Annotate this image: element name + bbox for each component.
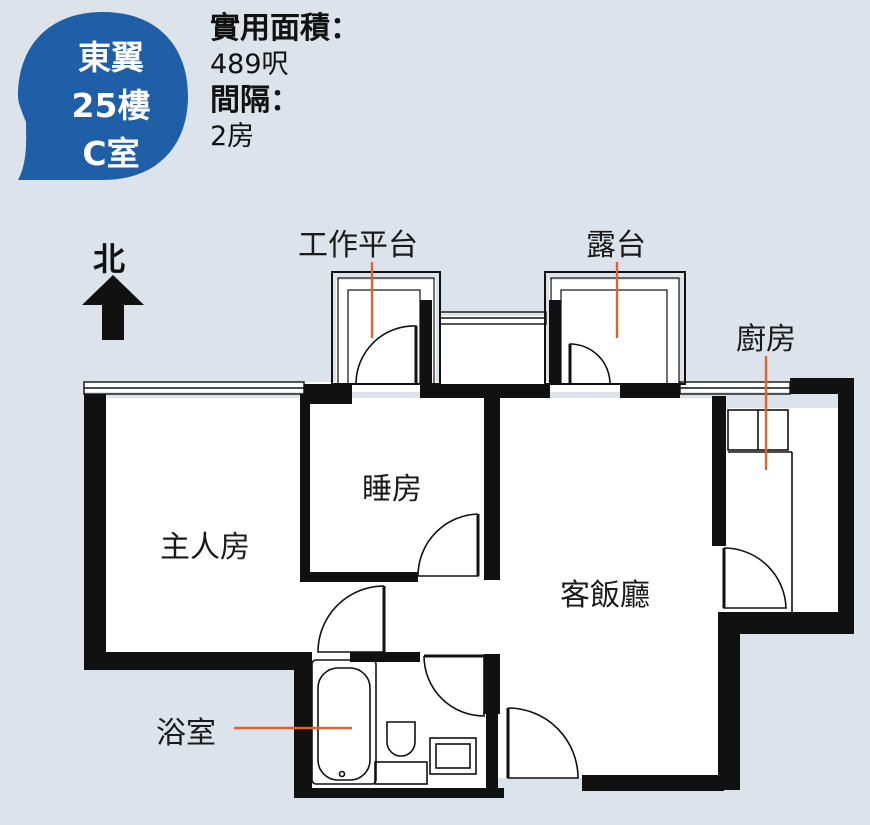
leader-lines <box>234 262 768 730</box>
north-label: 北 <box>93 240 126 278</box>
area-label: 實用面積： <box>210 11 360 46</box>
badge-wing: 東翼 <box>78 38 144 77</box>
workspace-frame <box>331 271 441 385</box>
layout-value: 2房 <box>210 121 255 152</box>
badge-floor: 25樓 <box>71 86 151 125</box>
label-bathroom: 浴室 <box>156 716 216 751</box>
kitchen-fixtures <box>727 409 793 612</box>
label-master-bedroom: 主人房 <box>160 530 250 565</box>
badge-shape <box>18 12 188 180</box>
label-bedroom: 睡房 <box>362 472 422 507</box>
label-balcony: 露台 <box>586 228 646 263</box>
label-workspace: 工作平台 <box>298 228 418 263</box>
unit-info: 實用面積： 489呎 間隔： 2房 <box>210 10 360 154</box>
bathroom-fixtures <box>311 659 477 785</box>
window-strips <box>83 311 791 395</box>
badge-text: 東翼 25樓 C室 <box>36 34 186 178</box>
doors <box>317 325 787 779</box>
label-kitchen: 廚房 <box>736 322 796 357</box>
area-value: 489呎 <box>210 49 289 80</box>
north-arrow-icon <box>82 275 144 340</box>
label-living-dining: 客飯廳 <box>560 578 650 613</box>
badge-unit: C室 <box>82 134 140 173</box>
balcony-frame <box>544 271 686 385</box>
layout-label: 間隔： <box>210 83 300 118</box>
unit-badge: 東翼 25樓 C室 <box>18 12 188 180</box>
